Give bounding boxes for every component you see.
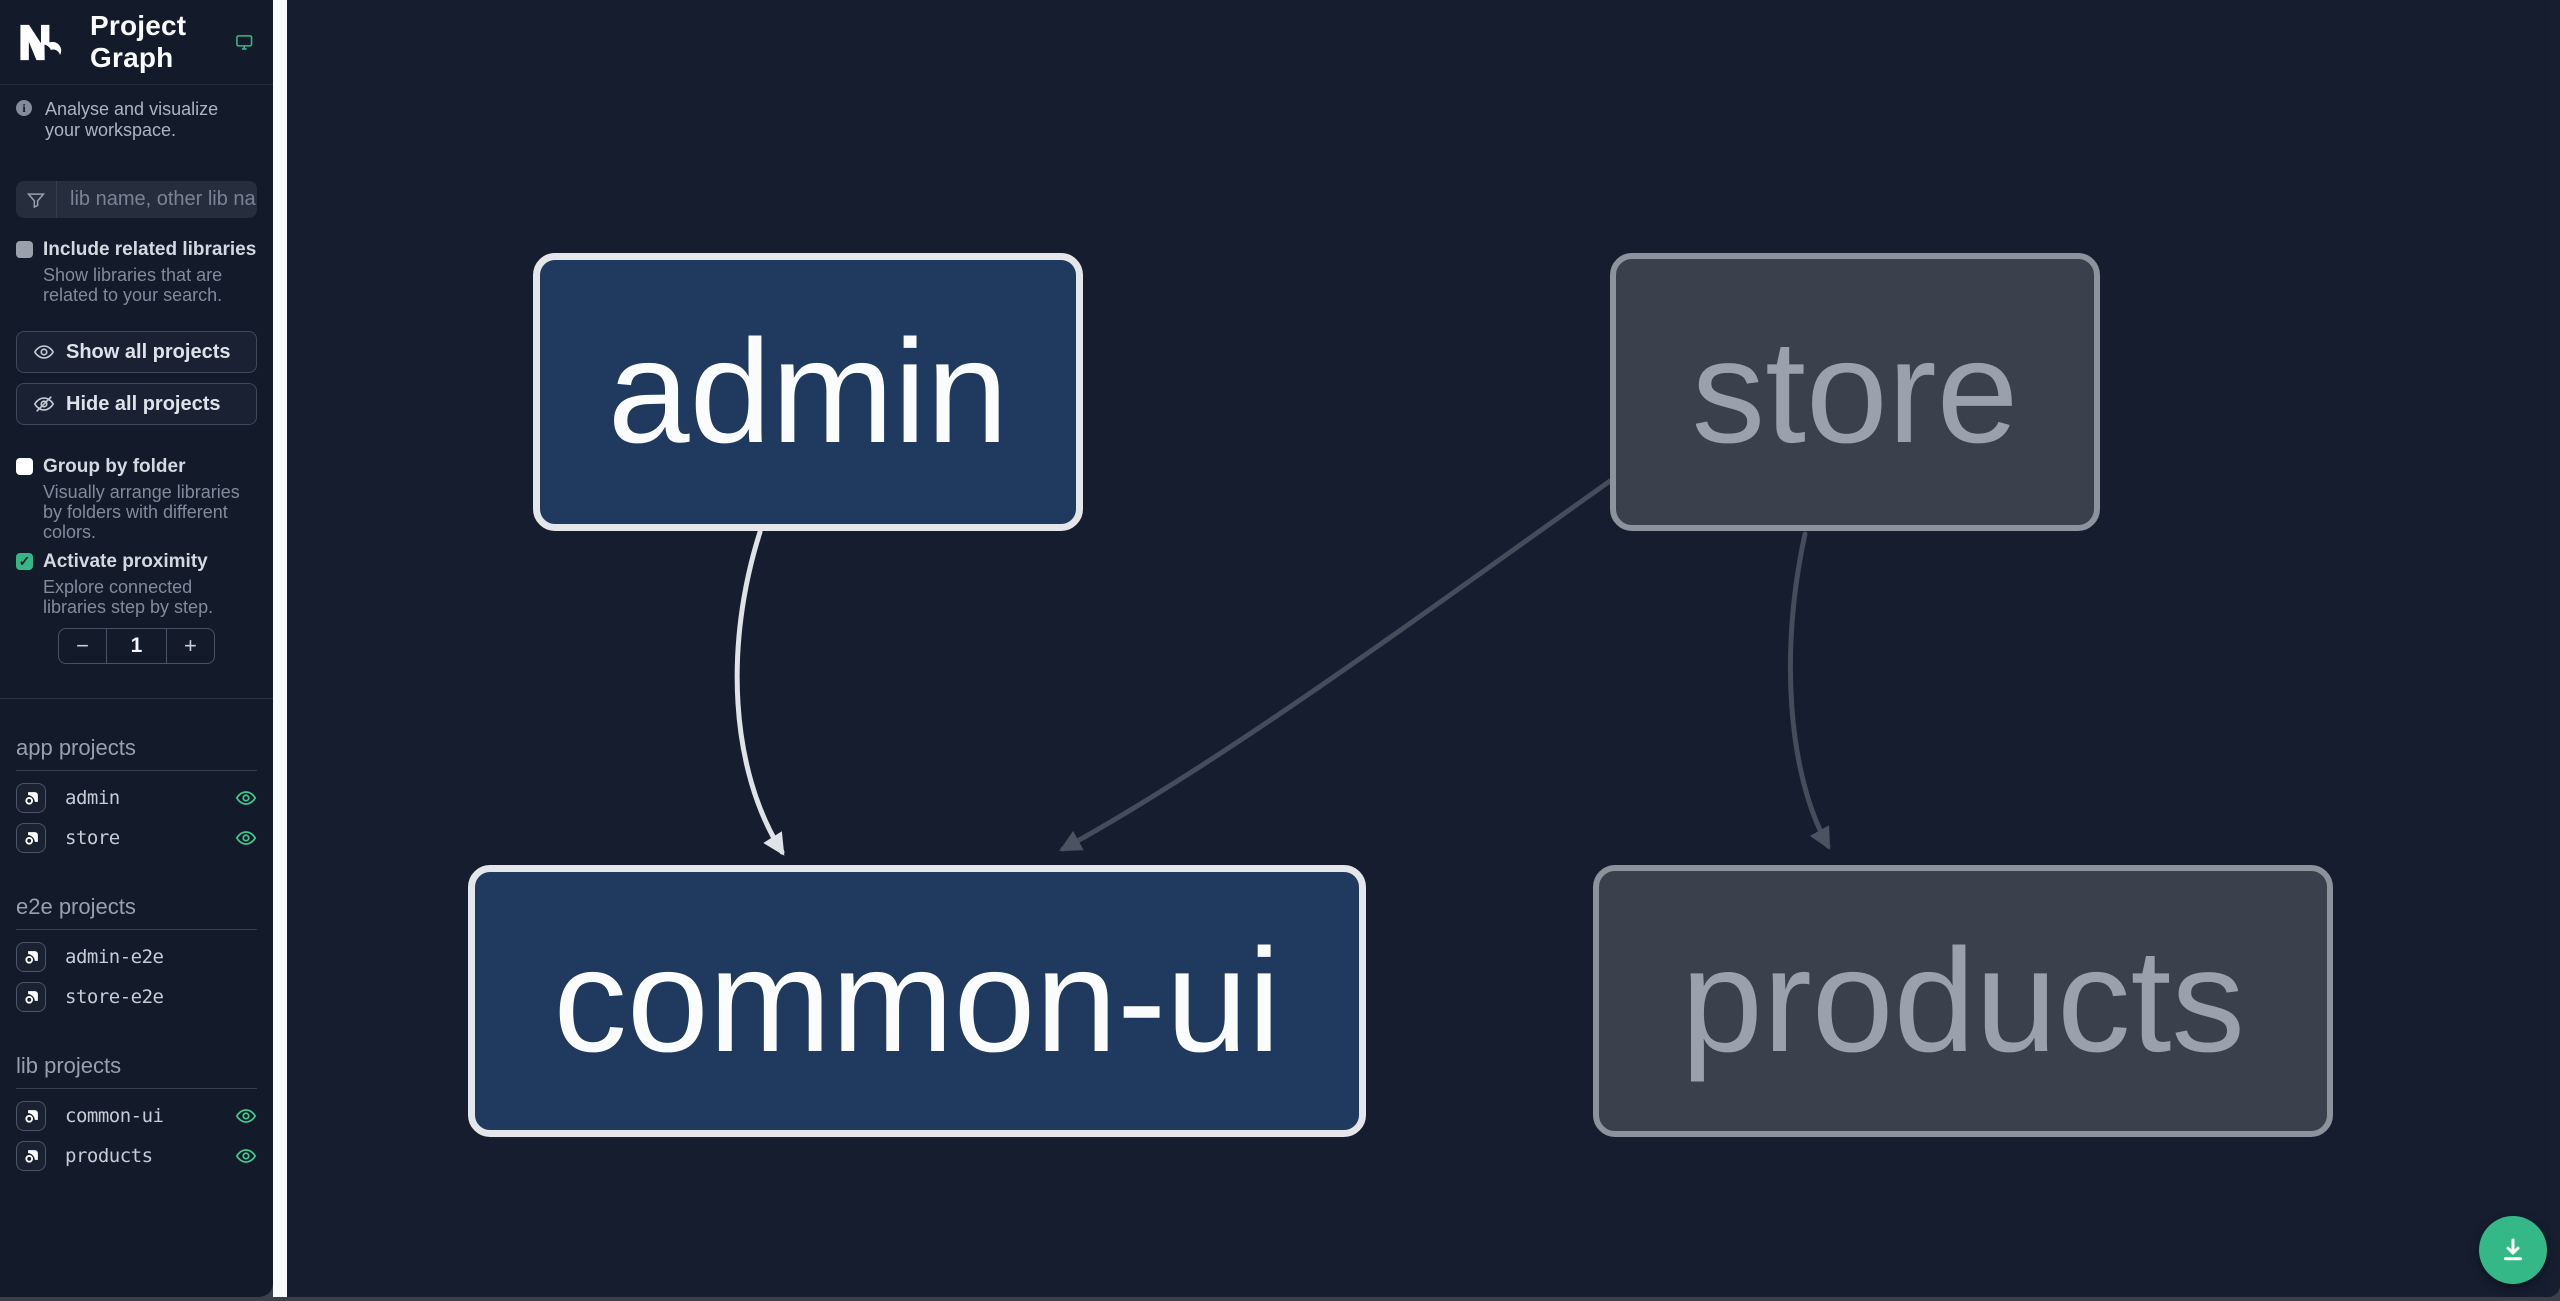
project-row-admin-e2e: admin-e2e [16, 942, 257, 972]
edge-store-to-common-ui [1059, 478, 1613, 852]
section-e2e-projects: e2e projects admin-e2e [0, 894, 273, 1012]
download-image-button[interactable] [2479, 1216, 2547, 1284]
checkbox-description: Explore connected libraries step by step… [43, 577, 214, 617]
sidebar-header: Project Graph [0, 0, 273, 85]
eye-off-icon [33, 396, 55, 412]
edge-store-to-products [1787, 531, 1831, 850]
sidebar-scrollbar[interactable] [273, 0, 287, 1297]
project-name: products [65, 1145, 153, 1167]
graph-node-admin[interactable]: admin [533, 253, 1083, 531]
section-title: app projects [16, 735, 257, 771]
button-label: Hide all projects [66, 392, 221, 415]
nx-logo-icon [20, 24, 62, 60]
project-row-store: store [16, 823, 257, 853]
page-scrollbar-horizontal[interactable] [0, 1297, 2560, 1301]
filter-box [16, 181, 257, 218]
canvas-scrollbar-vertical[interactable] [2550, 0, 2560, 1297]
focus-icon [24, 791, 38, 805]
sidebar-divider [0, 698, 273, 699]
filter-input[interactable] [57, 181, 257, 218]
node-label: admin [607, 309, 1009, 474]
include-related-checkbox[interactable] [16, 241, 33, 258]
proximity-increment-button[interactable]: + [167, 629, 214, 663]
node-label: products [1681, 918, 2245, 1083]
debugger-monitor-icon[interactable] [235, 30, 253, 54]
section-app-projects: app projects admin [0, 735, 273, 853]
funnel-icon [16, 181, 57, 218]
download-icon [2504, 1238, 2522, 1261]
checkbox-description: Visually arrange libraries by folders wi… [43, 482, 240, 542]
group-by-folder-option: Group by folder Visually arrange librari… [0, 456, 273, 542]
checkmark-icon: ✓ [18, 553, 31, 569]
page-title: Project Graph [90, 10, 187, 73]
info-icon: i [16, 100, 32, 116]
toggle-visibility-eye-icon[interactable] [235, 787, 257, 809]
checkbox-description: Show libraries that are related to your … [43, 265, 223, 305]
proximity-decrement-button[interactable]: − [59, 629, 106, 663]
graph-node-common-ui[interactable]: common-ui [468, 865, 1366, 1137]
toggle-visibility-eye-icon[interactable] [235, 1105, 257, 1127]
proximity-stepper: − 1 + [58, 628, 215, 664]
project-name: common-ui [65, 1105, 164, 1127]
focus-project-button[interactable] [16, 1101, 46, 1131]
tagline-text: Analyse and visualize your workspace. [45, 99, 219, 140]
activate-proximity-checkbox[interactable]: ✓ [16, 553, 33, 570]
graph-edges-layer [734, 478, 1831, 856]
proximity-value: 1 [106, 629, 167, 663]
tagline-row: i Analyse and visualize your workspace. [0, 99, 273, 141]
section-title: lib projects [16, 1053, 257, 1089]
activate-proximity-option: ✓ Activate proximity Explore connected l… [0, 551, 273, 617]
focus-icon [24, 1109, 38, 1123]
focus-icon [24, 831, 38, 845]
node-label: store [1691, 309, 2019, 474]
focus-project-button[interactable] [16, 783, 46, 813]
project-name: store-e2e [65, 986, 164, 1008]
toggle-visibility-eye-icon[interactable] [235, 1145, 257, 1167]
graph-node-products[interactable]: products [1593, 865, 2333, 1137]
sidebar: Project Graph i Analyse and visualize yo… [0, 0, 273, 1297]
show-all-projects-button[interactable]: Show all projects [16, 331, 257, 373]
focus-icon [24, 990, 38, 1004]
focus-project-button[interactable] [16, 942, 46, 972]
edge-admin-to-common-ui [734, 529, 785, 856]
focus-project-button[interactable] [16, 1141, 46, 1171]
graph-canvas[interactable]: admin store common-ui products [287, 0, 2560, 1297]
section-title: e2e projects [16, 894, 257, 930]
project-row-common-ui: common-ui [16, 1101, 257, 1131]
project-row-admin: admin [16, 783, 257, 813]
checkbox-label[interactable]: Include related libraries [43, 239, 257, 260]
graph-node-store[interactable]: store [1610, 253, 2100, 531]
focus-project-button[interactable] [16, 823, 46, 853]
project-row-products: products [16, 1141, 257, 1171]
checkbox-label[interactable]: Group by folder [43, 456, 186, 477]
section-lib-projects: lib projects common-ui [0, 1053, 273, 1171]
node-label: common-ui [553, 918, 1281, 1083]
focus-icon [24, 1149, 38, 1163]
project-row-store-e2e: store-e2e [16, 982, 257, 1012]
eye-icon [33, 345, 55, 359]
focus-icon [24, 950, 38, 964]
group-by-folder-checkbox[interactable] [16, 458, 33, 475]
toggle-visibility-eye-icon[interactable] [235, 827, 257, 849]
button-label: Show all projects [66, 340, 231, 363]
focus-project-button[interactable] [16, 982, 46, 1012]
project-name: admin [65, 787, 120, 809]
hide-all-projects-button[interactable]: Hide all projects [16, 383, 257, 425]
checkbox-label[interactable]: Activate proximity [43, 551, 208, 572]
project-name: admin-e2e [65, 946, 164, 968]
include-related-option: Include related libraries Show libraries… [0, 239, 273, 305]
project-name: store [65, 827, 120, 849]
